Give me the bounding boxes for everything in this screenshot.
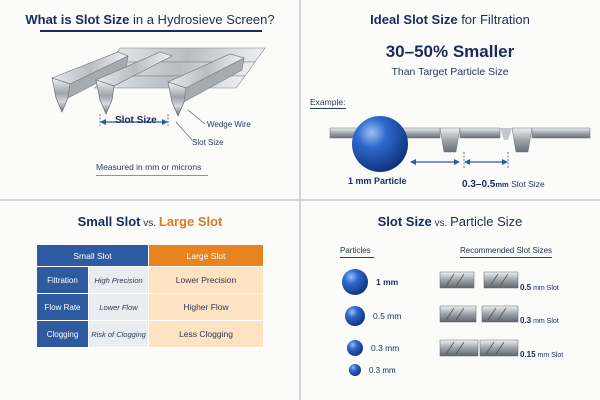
- particles-heading: Particles: [340, 246, 371, 255]
- divider-horizontal: [0, 199, 600, 201]
- panel-ideal-slot-size: Ideal Slot Size for Filtration 30–50% Sm…: [300, 0, 600, 200]
- header-small-slot: Small Slot: [36, 244, 149, 267]
- row-label-clogging: Clogging: [36, 320, 89, 348]
- slots-heading: Recommended Slot Sizes: [460, 246, 553, 255]
- table-header-row: Small Slot Large Slot: [36, 244, 264, 267]
- example-underline: [310, 108, 346, 109]
- table-row: Filtration High Precision Lower Precisio…: [36, 266, 264, 294]
- wedge-wire-leader: [187, 109, 206, 125]
- slot-size-dimension: [99, 114, 169, 126]
- slot-range-unit: mm: [495, 180, 509, 189]
- panel2-title-bold: Ideal Slot Size: [370, 12, 458, 27]
- panel-small-vs-large-slot: Small Slot vs. Large Slot Small Slot Lar…: [0, 200, 300, 400]
- slot-value: 0.3: [520, 316, 532, 325]
- slot-label-0-3mm: 0.3 mm Slot: [520, 310, 559, 328]
- wedge-wire-label: Wedge Wire: [207, 120, 251, 129]
- table-row: Clogging Risk of Clogging Less Clogging: [36, 320, 264, 348]
- particle-label-smallest: 0.3 mm: [369, 366, 396, 375]
- particles-heading-underline: [340, 257, 374, 258]
- slot-value: 0.5: [520, 283, 532, 292]
- example-label: Example:: [310, 97, 346, 107]
- slot-sample-0-5mm: [439, 271, 519, 289]
- measured-note: Measured in mm or microns: [96, 162, 202, 172]
- cell-small-flow-rate: Lower Flow: [88, 293, 149, 321]
- cell-small-filtration: High Precision: [88, 266, 149, 294]
- slot-label-0-15mm: 0.15 mm Slot: [520, 344, 563, 362]
- wedge-bar-middle: [95, 51, 173, 115]
- slot-size-range-label: 0.3–0.5mm Slot Size: [462, 174, 545, 192]
- row-label-filtration: Filtration: [36, 266, 89, 294]
- slot-label-0-5mm: 0.5 mm Slot: [520, 277, 559, 295]
- slot-size-arrows: [410, 152, 509, 168]
- slots-heading-underline: [460, 257, 552, 258]
- panel1-title: What is Slot Size in a Hydrosieve Screen…: [0, 12, 300, 27]
- particle-label-1mm: 1 mm: [376, 277, 399, 287]
- wedge-wire-illustration: [51, 47, 266, 141]
- particle-slot-illustration: [342, 269, 519, 376]
- particle-sphere-1mm: [342, 269, 368, 295]
- header-large-slot: Large Slot: [148, 244, 264, 267]
- panel1-title-rest: in a Hydrosieve Screen?: [129, 12, 275, 27]
- cell-small-clogging: Risk of Clogging: [88, 320, 149, 348]
- slot-range-word: Slot Size: [508, 179, 545, 189]
- panel4-title-bold: Slot Size: [377, 214, 432, 229]
- panel2-title: Ideal Slot Size for Filtration: [300, 12, 600, 27]
- panel-what-is-slot-size: What is Slot Size in a Hydrosieve Screen…: [0, 0, 300, 200]
- panel1-title-underline: [40, 30, 262, 32]
- headline-subline: Than Target Particle Size: [391, 66, 509, 78]
- slot-range-value: 0.3–0.5: [462, 179, 496, 190]
- panel3-title-vs: vs.: [140, 218, 159, 229]
- table-row: Flow Rate Lower Flow Higher Flow: [36, 293, 264, 321]
- slot-unit: mm Slot: [531, 285, 559, 292]
- slot-sample-0-15mm: [439, 339, 519, 357]
- cell-large-flow-rate: Higher Flow: [148, 293, 264, 321]
- slot-sample-0-3mm: [439, 305, 519, 323]
- particle-sphere-0-3mm: [347, 340, 363, 356]
- slot-value: 0.15: [520, 350, 536, 359]
- cell-large-filtration: Lower Precision: [148, 266, 264, 294]
- panel4-title-rest: Particle Size: [450, 214, 523, 229]
- panel2-title-rest: for Filtration: [457, 12, 530, 27]
- slot-unit: mm Slot: [531, 318, 559, 325]
- slot-size-callout-label: Slot Size: [192, 138, 224, 147]
- panel4-title: Slot Size vs. Particle Size: [300, 214, 600, 229]
- panel3-title-small: Small Slot: [77, 214, 141, 229]
- particle-sphere-small: [349, 364, 361, 376]
- panel4-title-vs: vs.: [431, 218, 451, 229]
- slot-size-dimension-label: Slot Size: [115, 115, 157, 126]
- slot-comparison-table: Small Slot Large Slot Filtration High Pr…: [36, 244, 264, 348]
- example-illustration: [329, 116, 591, 172]
- particle-label-0-5mm: 0.5 mm: [373, 311, 402, 321]
- row-label-flow-rate: Flow Rate: [36, 293, 89, 321]
- particle-sphere-0-5mm: [345, 306, 365, 326]
- cell-large-clogging: Less Clogging: [148, 320, 264, 348]
- particle-1mm-label: 1 mm Particle: [348, 176, 407, 186]
- particle-1mm-sphere: [352, 116, 408, 172]
- measured-note-underline: [96, 175, 208, 176]
- panel3-title: Small Slot vs. Large Slot: [0, 214, 300, 229]
- headline-percentage: 30–50% Smaller: [385, 42, 515, 61]
- wedge-bar-right: [167, 53, 245, 117]
- panel3-title-large: Large Slot: [158, 214, 223, 229]
- panel1-title-bold: What is Slot Size: [25, 12, 130, 27]
- slot-size-leader: [175, 121, 193, 141]
- panel-slot-vs-particle-size: Slot Size vs. Particle Size Particles Re…: [300, 200, 600, 400]
- particle-label-0-3mm: 0.3 mm: [371, 343, 400, 353]
- slot-unit: mm Slot: [535, 352, 564, 359]
